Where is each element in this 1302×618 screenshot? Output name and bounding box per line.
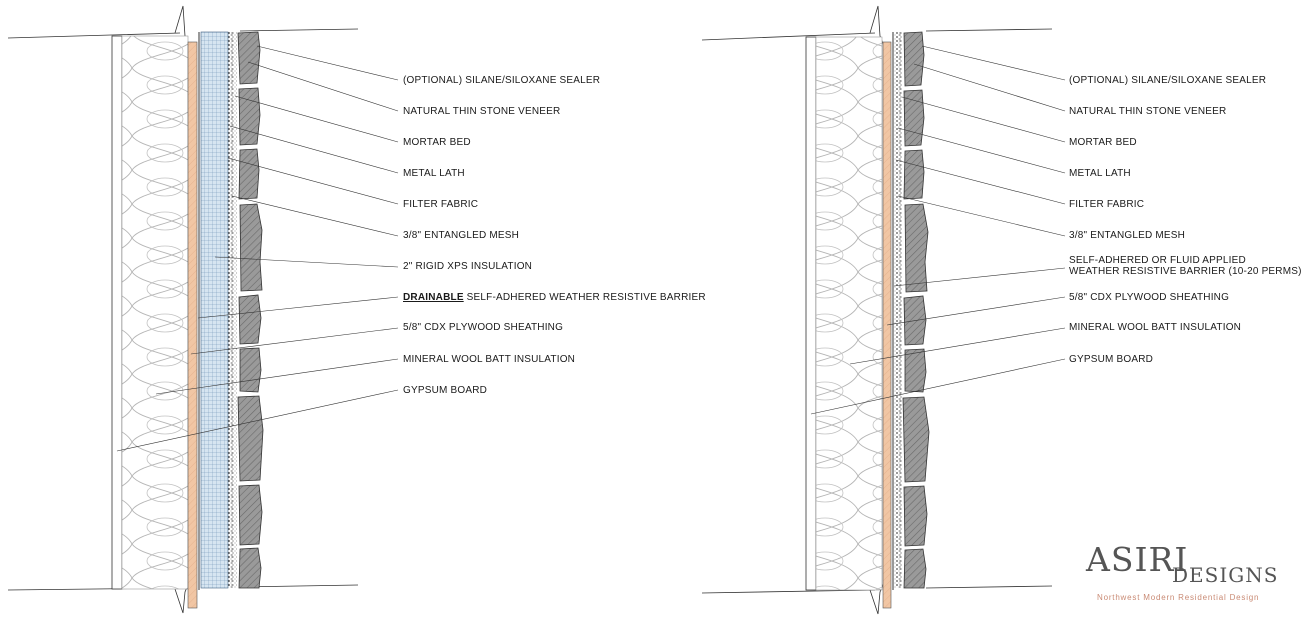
left-label-mortar-bed: MORTAR BED: [403, 137, 471, 148]
right-label-stone-veneer: NATURAL THIN STONE VENEER: [1069, 106, 1227, 117]
left-label-wrb-emphasis: DRAINABLE: [403, 292, 464, 303]
right-label-filter-fabric: FILTER FABRIC: [1069, 199, 1145, 210]
right-label-gypsum: GYPSUM BOARD: [1069, 354, 1154, 365]
left-label-xps-insulation: 2" RIGID XPS INSULATION: [403, 261, 533, 272]
right-label-metal-lath: METAL LATH: [1069, 168, 1131, 179]
left-label-wrb: DRAINABLE SELF-ADHERED WEATHER RESISTIVE…: [403, 292, 706, 303]
right-label-mortar-bed: MORTAR BED: [1069, 137, 1137, 148]
brand-tagline: Northwest Modern Residential Design: [1097, 593, 1260, 602]
left-label-gypsum: GYPSUM BOARD: [403, 385, 488, 396]
left-label-sealer: (OPTIONAL) SILANE/SILOXANE SEALER: [403, 75, 601, 86]
left-label-entangled-mesh: 3/8" ENTANGLED MESH: [403, 230, 520, 241]
right-label-plywood: 5/8" CDX PLYWOOD SHEATHING: [1069, 292, 1230, 303]
left-label-metal-lath: METAL LATH: [403, 168, 465, 179]
right-label-sealer: (OPTIONAL) SILANE/SILOXANE SEALER: [1069, 75, 1267, 86]
right-label-entangled-mesh: 3/8" ENTANGLED MESH: [1069, 230, 1186, 241]
left-label-plywood: 5/8" CDX PLYWOOD SHEATHING: [403, 322, 564, 333]
left-label-filter-fabric: FILTER FABRIC: [403, 199, 479, 210]
left-label-wrb-text: SELF-ADHERED WEATHER RESISTIVE BARRIER: [463, 292, 706, 303]
left-label-stone-veneer: NATURAL THIN STONE VENEER: [403, 106, 561, 117]
right-label-wrb-line1: SELF-ADHERED OR FLUID APPLIED: [1069, 255, 1246, 266]
right-wall-section: [701, 5, 1066, 615]
right-label-wrb-line2: WEATHER RESISTIVE BARRIER (10-20 PERMS): [1069, 266, 1302, 277]
right-label-mineral-wool: MINERAL WOOL BATT INSULATION: [1069, 322, 1242, 333]
left-wall-section: [7, 5, 399, 614]
brand-name-part1: ASIRI: [1086, 540, 1189, 579]
left-label-mineral-wool: MINERAL WOOL BATT INSULATION: [403, 354, 576, 365]
brand-name-part2: DESIGNS: [1172, 563, 1279, 587]
